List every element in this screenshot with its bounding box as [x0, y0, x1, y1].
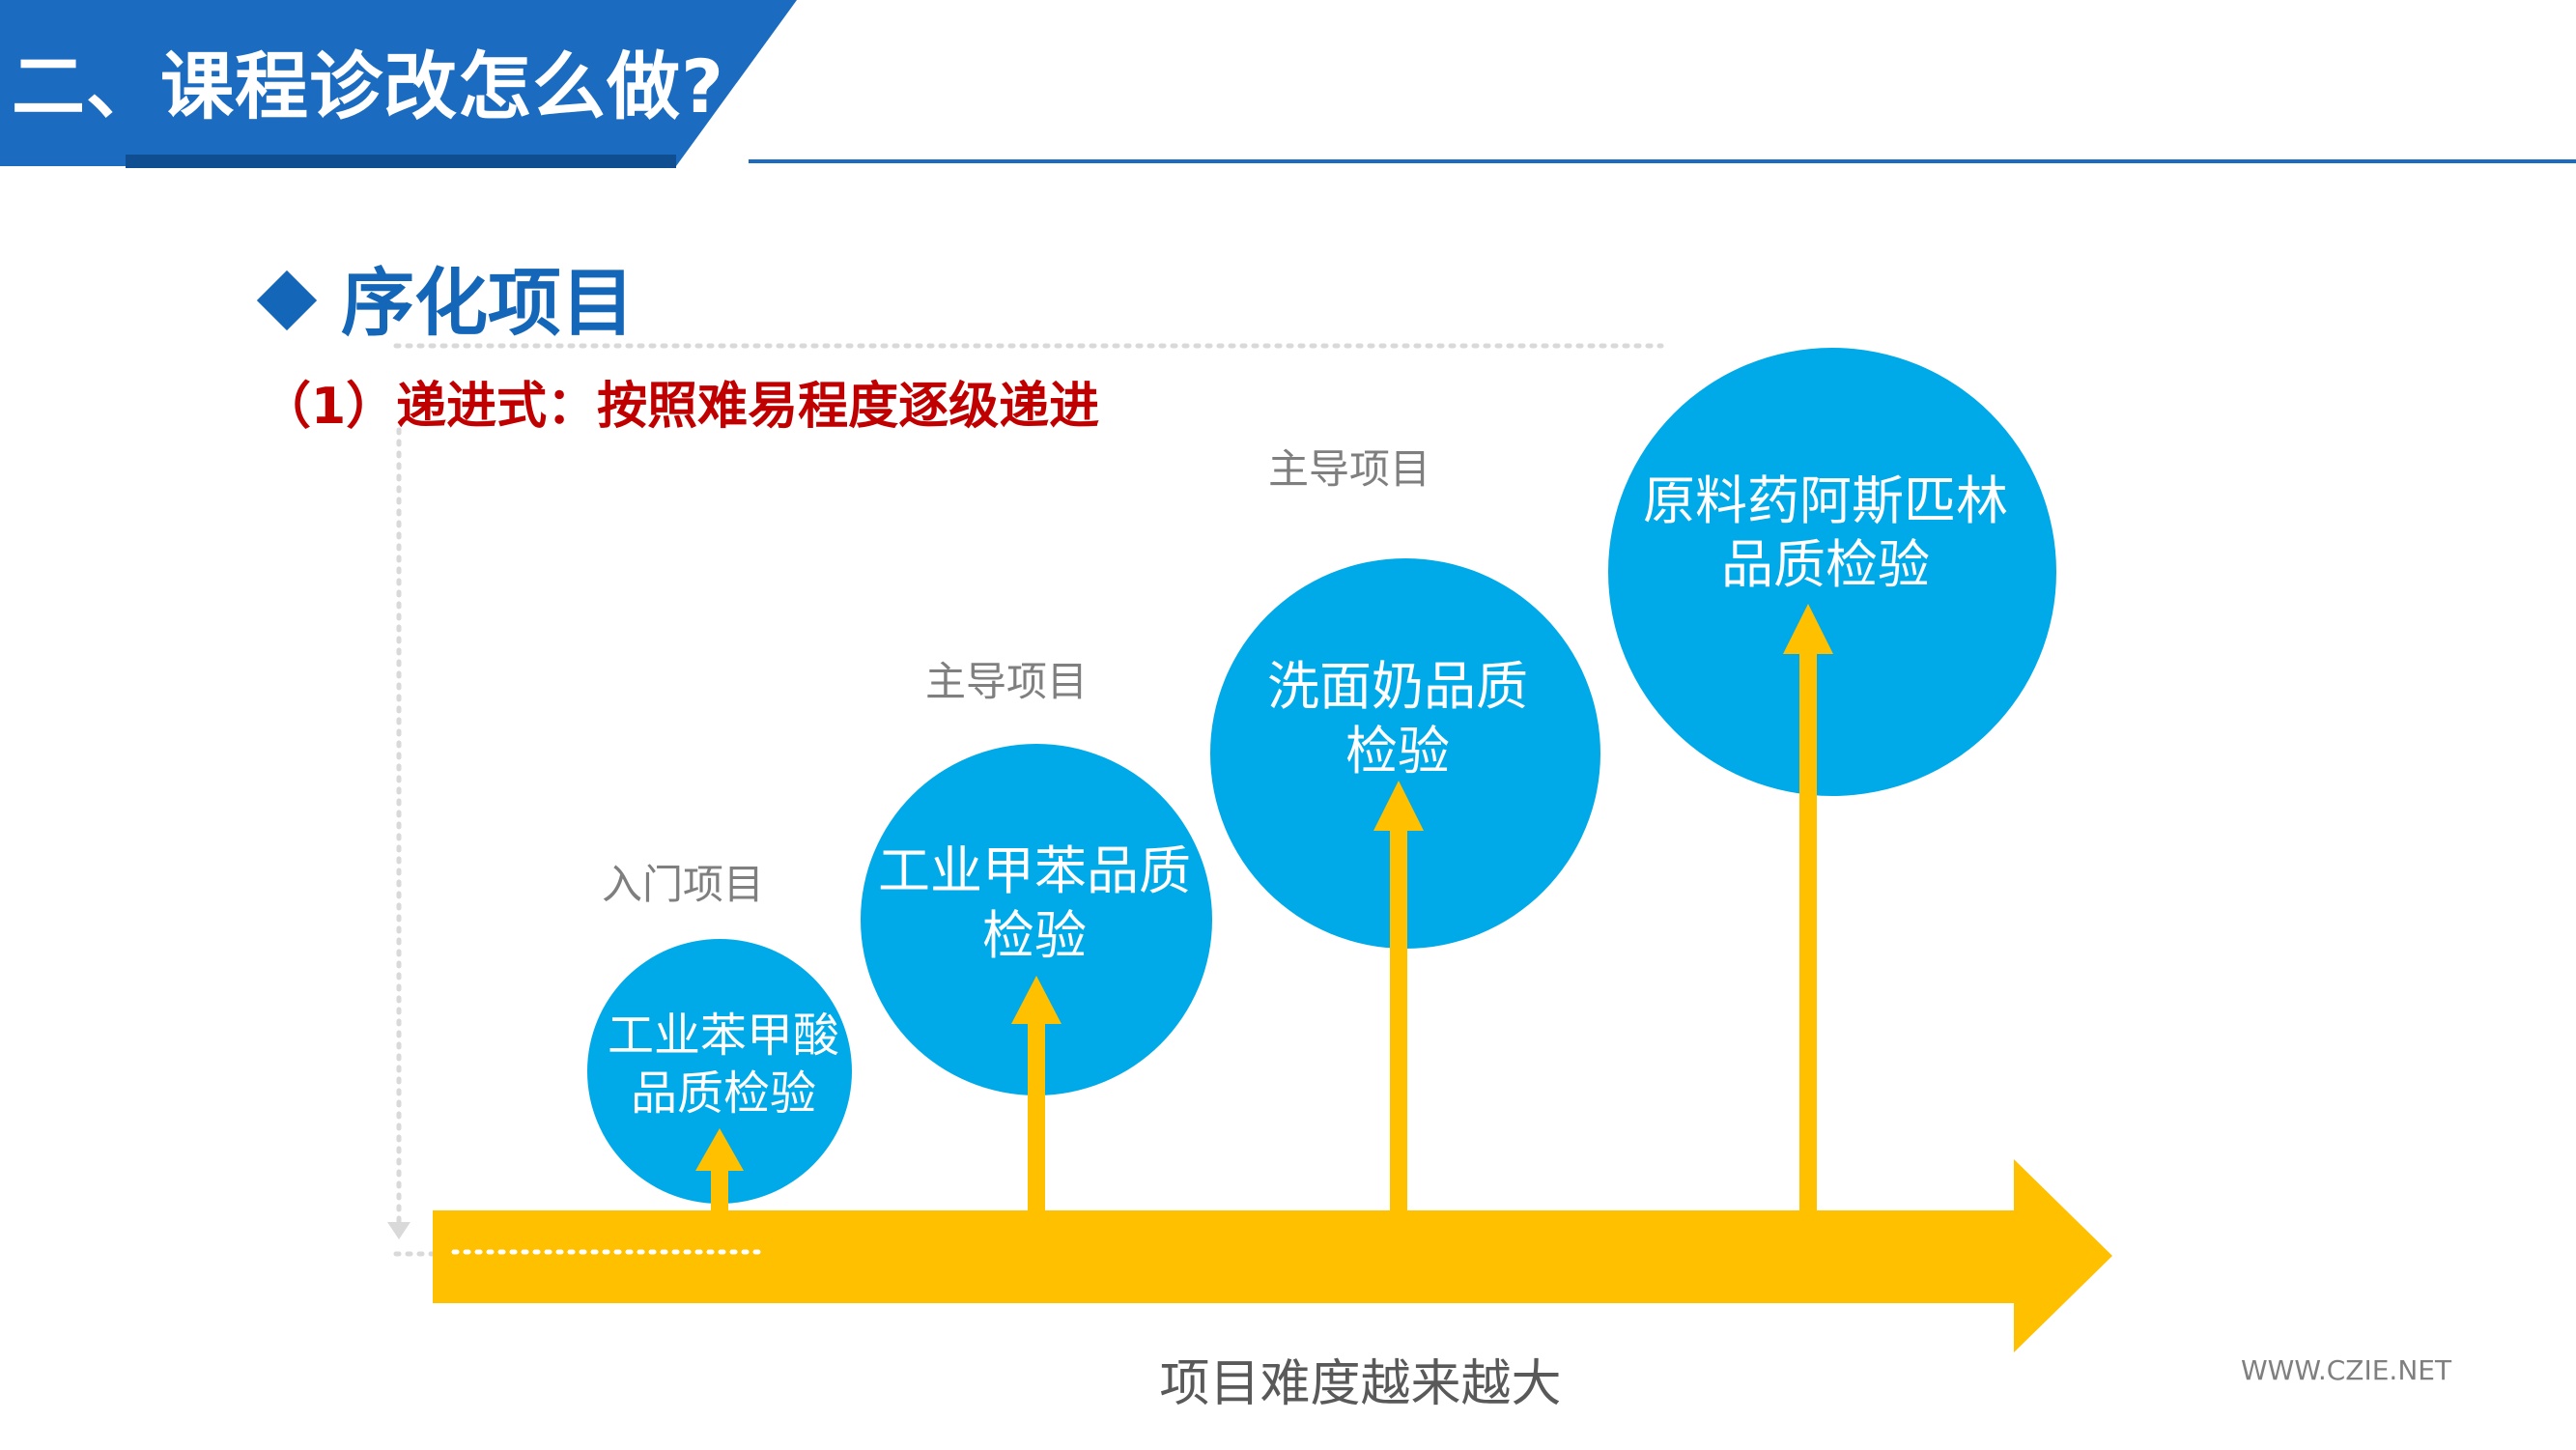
header-band-shadow: [126, 155, 676, 168]
up-arrow-4-shaft: [1799, 649, 1817, 1214]
up-arrow-1-head-icon: [695, 1128, 744, 1171]
project-circle-3: [1210, 558, 1600, 949]
up-arrow-2-shaft: [1028, 1019, 1045, 1212]
up-arrow-2-head-icon: [1011, 976, 1062, 1024]
up-arrow-4-head-icon: [1783, 604, 1833, 654]
project-circle-2: [861, 744, 1212, 1095]
page-title: 二、课程诊改怎么做?: [12, 43, 725, 129]
project-circle-4: [1608, 348, 2056, 796]
node-label-2-line1: 工业甲苯品质: [878, 840, 1191, 901]
section-title: 序化项目: [341, 260, 635, 346]
main-axis-arrowhead-icon: [2014, 1159, 2112, 1352]
section-subtitle: （1）递进式：按照难易程度逐级递进: [261, 378, 1100, 436]
node-label-4-line1: 原料药阿斯匹林: [1643, 470, 2008, 531]
project-circle-1: [587, 939, 852, 1204]
node-label-1-line1: 工业苯甲酸: [608, 1009, 839, 1063]
node-label-1-line2: 品质检验: [631, 1066, 816, 1121]
watermark: WWW.CZIE.NET: [2241, 1354, 2452, 1386]
guide-down-arrowhead-icon: [387, 1222, 410, 1239]
up-arrow-3-shaft: [1390, 826, 1407, 1212]
section-heading: 序化项目: [256, 243, 635, 350]
node-label-3-line2: 检验: [1345, 721, 1450, 782]
node-caption-3: 主导项目: [1268, 445, 1430, 493]
header-divider: [749, 159, 2576, 163]
node-caption-2: 主导项目: [925, 658, 1088, 705]
main-axis-arrow-shaft: [433, 1210, 2022, 1303]
node-label-2-line2: 检验: [982, 905, 1087, 966]
header-band: [0, 0, 797, 166]
node-label-3-line1: 洗面奶品质: [1267, 656, 1528, 717]
axis-caption: 项目难度越来越大: [1159, 1355, 1562, 1413]
node-caption-1: 入门项目: [602, 861, 764, 908]
node-label-4-line2: 品质检验: [1721, 534, 1930, 595]
up-arrow-1-shaft: [711, 1169, 728, 1215]
up-arrow-3-head-icon: [1373, 781, 1424, 831]
